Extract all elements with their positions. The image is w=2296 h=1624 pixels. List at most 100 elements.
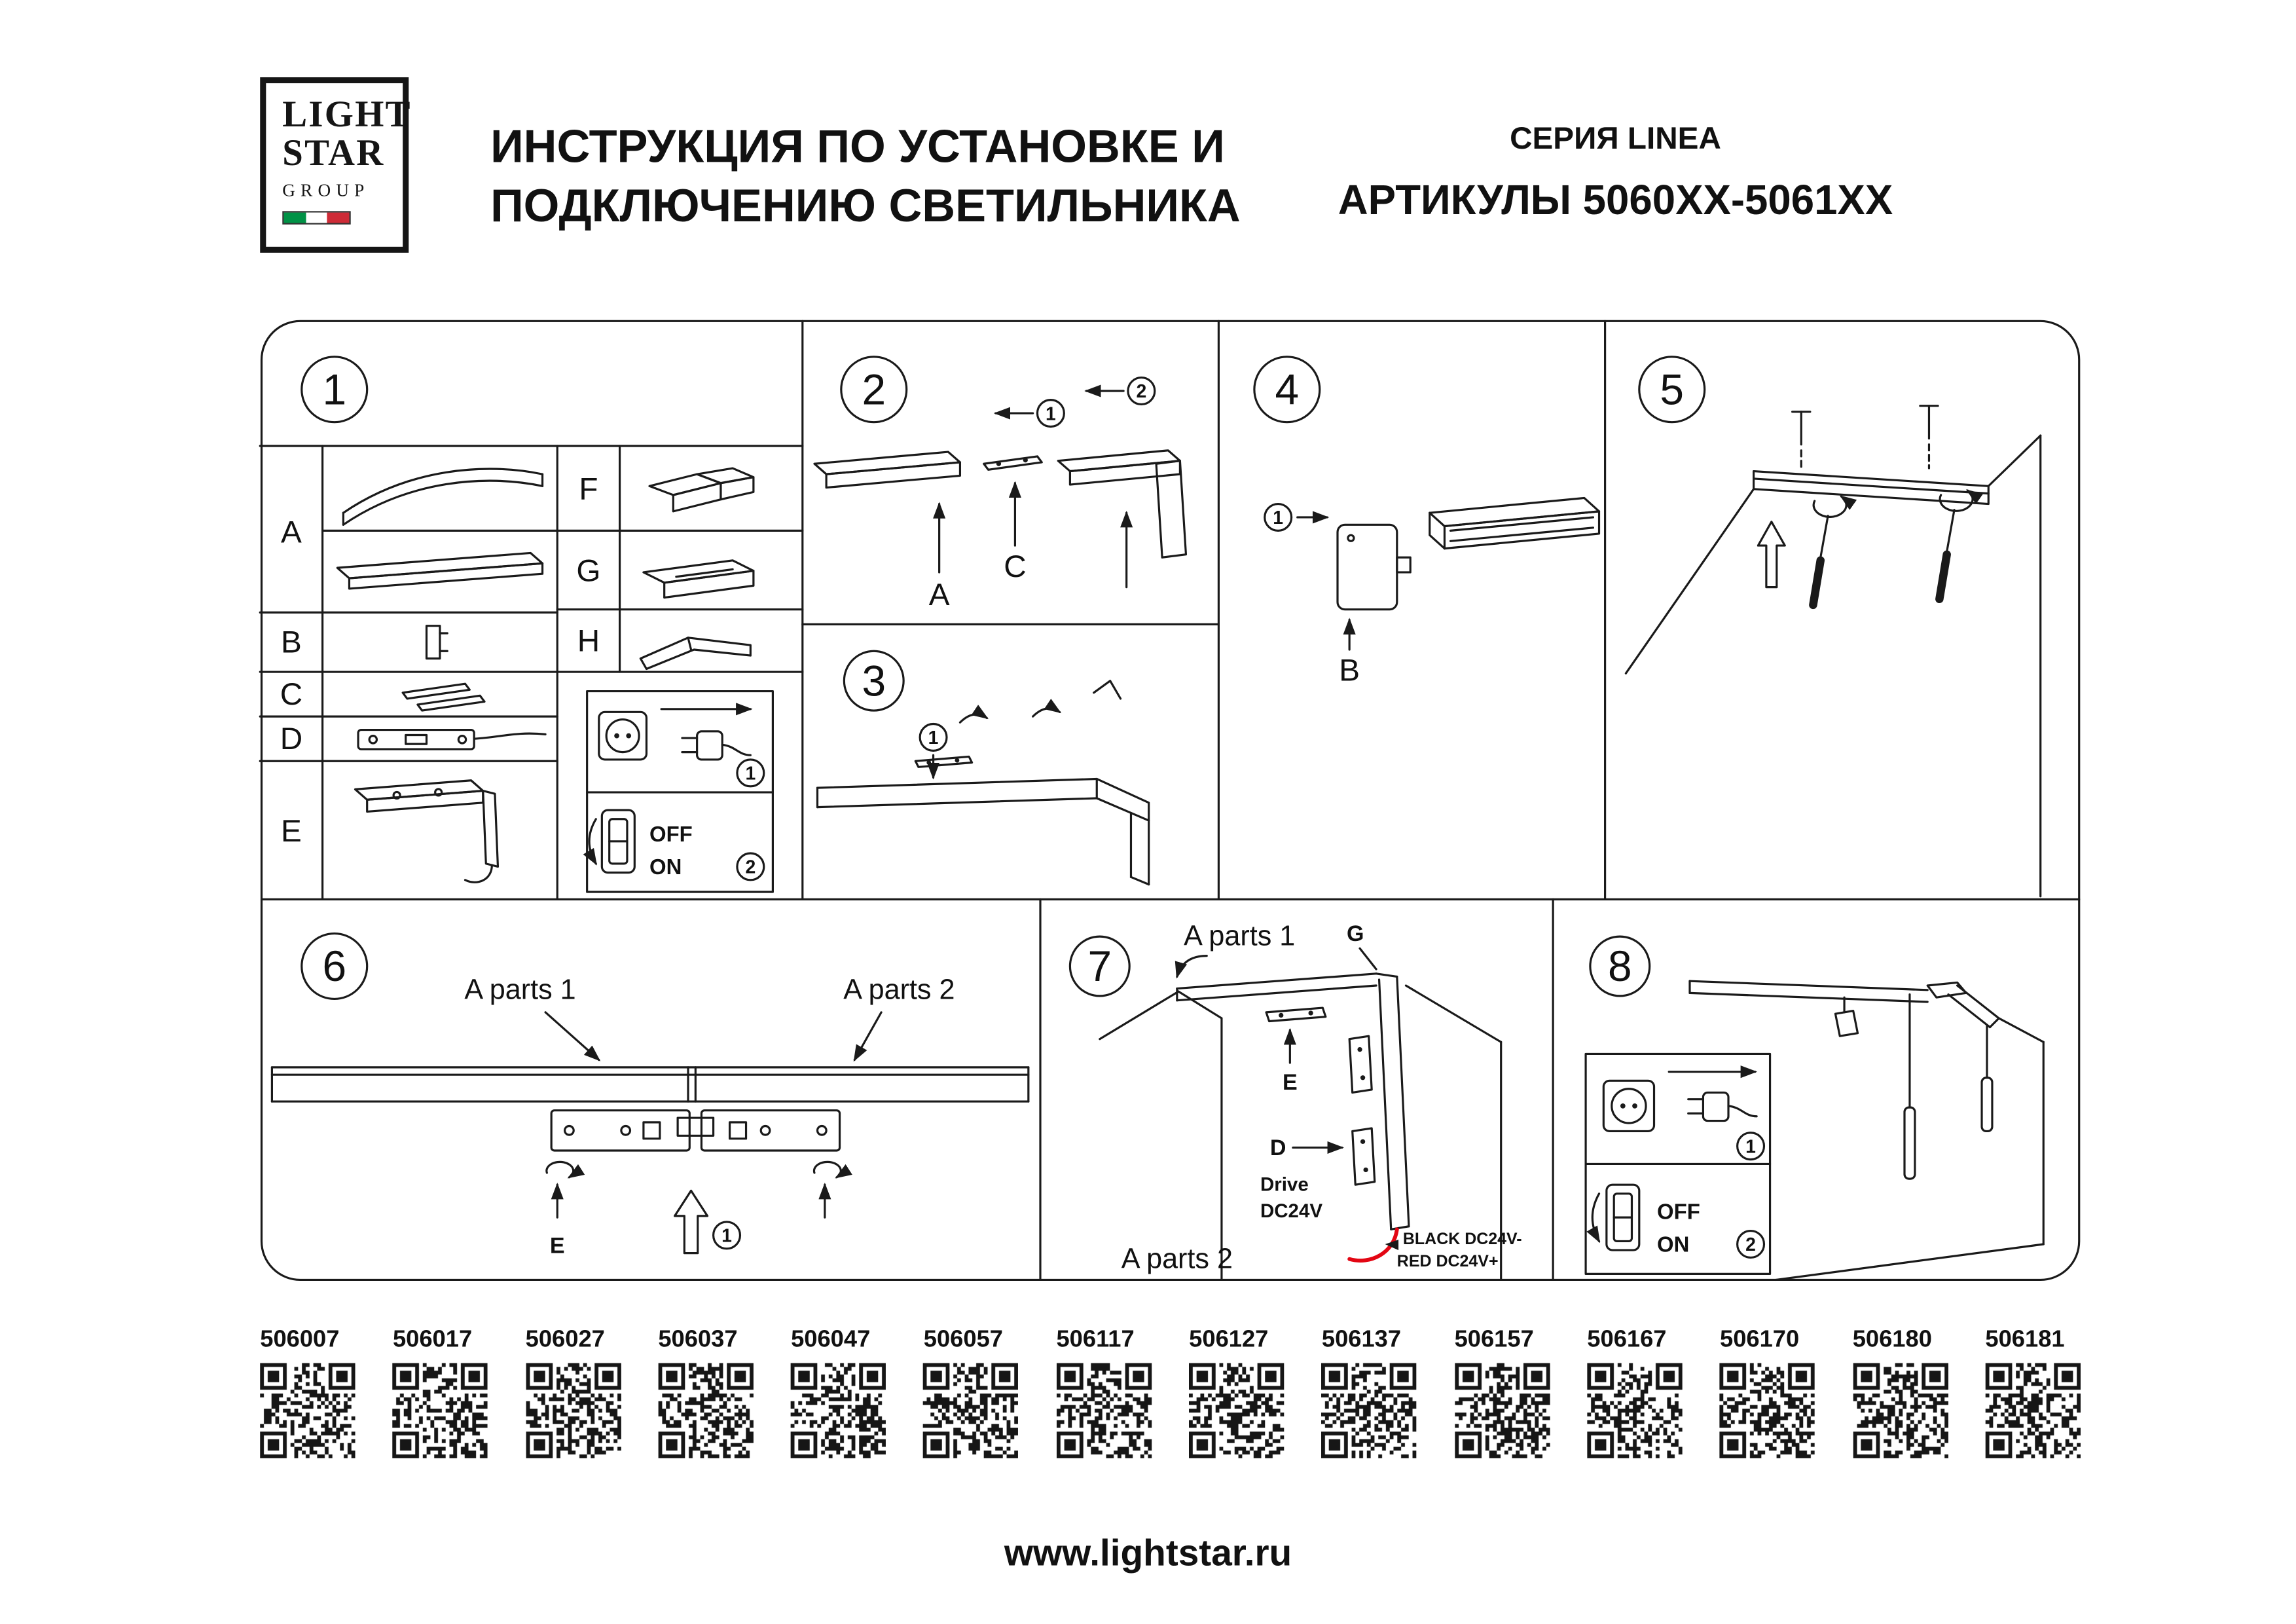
power-socket-icon <box>598 710 648 761</box>
switch-icon <box>583 809 636 874</box>
step-6-number-circle <box>301 932 369 1001</box>
qr-item: 506057 <box>923 1327 1019 1458</box>
wire-pointer <box>1385 1240 1399 1251</box>
step-3-panel: 3 1 <box>816 650 1150 886</box>
qr-code <box>1056 1363 1152 1458</box>
qr-code <box>260 1363 355 1458</box>
step-1-number: 1 <box>322 365 346 413</box>
series-name: СЕРИЯ LINEA <box>1510 122 1721 157</box>
article-number: 506137 <box>1321 1327 1402 1353</box>
part-g-drawing <box>642 559 755 599</box>
part-label-b: B <box>281 625 302 660</box>
part-h-drawing <box>639 637 752 671</box>
step-5-number-circle <box>1638 356 1706 424</box>
step-6-number: 6 <box>322 942 346 990</box>
label-e: E <box>550 1234 565 1259</box>
step-3-number: 3 <box>862 656 886 705</box>
qr-item: 506007 <box>260 1327 355 1458</box>
logo-word-star: STAR <box>282 134 385 174</box>
article-number: 506017 <box>392 1327 473 1353</box>
part-a-straight-track-drawing <box>336 551 544 590</box>
callout-2: 2 <box>745 857 756 878</box>
step-6-panel: 6 A parts 1 A parts 2 <box>270 932 1030 1259</box>
track-a-drawing <box>813 451 962 489</box>
qr-code <box>1321 1363 1417 1458</box>
step-8-number-circle <box>1589 935 1651 997</box>
part-label-h: H <box>577 623 600 658</box>
qr-item: 506180 <box>1852 1327 1948 1458</box>
rotate-arrow <box>545 1160 585 1179</box>
logo-word-group: GROUP <box>282 179 370 201</box>
instruction-diagram: 1 A B C D E F G H <box>259 320 2081 1282</box>
qr-item: 506181 <box>1985 1327 2081 1458</box>
off-label: OFF <box>649 822 693 846</box>
screw-icon <box>1919 405 1939 470</box>
red-wire <box>1347 1227 1399 1263</box>
step-7-number: 7 <box>1087 942 1112 990</box>
callout-2: 2 <box>1745 1234 1756 1255</box>
on-label: ON <box>649 855 682 879</box>
spotlight-icon <box>1834 1010 1859 1037</box>
part-label-e: E <box>281 814 302 849</box>
label-c: C <box>1004 549 1026 584</box>
step-5-number: 5 <box>1660 365 1684 413</box>
part-label-d: D <box>280 722 302 756</box>
connector-plate-lower <box>1351 1127 1376 1186</box>
qr-code <box>658 1363 754 1458</box>
panel-grid <box>260 320 2081 1282</box>
room-perspective-drawing <box>1688 980 2045 1282</box>
off-label: OFF <box>1657 1199 1700 1223</box>
qr-item: 506027 <box>525 1327 621 1458</box>
label-a-parts-2: A parts 2 <box>843 974 955 1005</box>
connector-plate-upper <box>1348 1035 1373 1094</box>
label-a-parts-2: A parts 2 <box>1121 1243 1233 1274</box>
callout-1: 1 <box>928 728 939 748</box>
callout-1: 1 <box>1745 1136 1756 1157</box>
power-connection-inset: 1 OFF ON 2 <box>1584 1052 1772 1275</box>
qr-code <box>791 1363 886 1458</box>
page-title: ИНСТРУКЦИЯ ПО УСТАНОВКЕ И ПОДКЛЮЧЕНИЮ СВ… <box>490 117 1241 236</box>
label-a-parts-1: A parts 1 <box>1184 921 1295 952</box>
qr-item: 506117 <box>1056 1327 1152 1458</box>
callout-1-circle <box>1736 1132 1766 1161</box>
rotate-arrow <box>1032 699 1062 718</box>
article-number: 506170 <box>1719 1327 1800 1353</box>
up-arrow <box>1757 521 1786 589</box>
step-8-panel: 8 <box>1584 935 2045 1282</box>
label-e: E <box>1283 1070 1298 1095</box>
website-text: www.lightstar.ru <box>1004 1532 1292 1574</box>
connector-plate-drawing <box>914 755 974 768</box>
rotate-arrow <box>958 705 989 724</box>
qr-item: 506017 <box>392 1327 488 1458</box>
qr-code <box>1719 1363 1815 1458</box>
step-5-panel: 5 <box>1624 356 2042 898</box>
article-number: 506027 <box>525 1327 605 1353</box>
article-number: 506127 <box>1189 1327 1269 1353</box>
step-2-panel: 2 1 2 A C <box>813 356 1188 612</box>
callout-1: 1 <box>1273 507 1283 528</box>
on-label: ON <box>1657 1232 1689 1256</box>
qr-item: 506170 <box>1719 1327 1815 1458</box>
article-number: 506047 <box>791 1327 871 1353</box>
part-label-c: C <box>280 677 302 712</box>
pendant-light-icon <box>1903 1106 1916 1180</box>
step-4-panel: 4 1 B <box>1253 356 1601 688</box>
track-drawing <box>270 1066 1030 1103</box>
track-drawing <box>1176 972 1410 1230</box>
article-number: 506157 <box>1454 1327 1534 1353</box>
step-1-panel: 1 A B C D E F G H <box>259 356 804 900</box>
part-a-curved-track-drawing <box>342 468 544 526</box>
qr-code <box>525 1363 621 1458</box>
italian-flag-icon <box>282 211 351 225</box>
parts-1-arrow <box>544 1011 601 1061</box>
callout-1: 1 <box>1046 403 1056 424</box>
connector-c-drawing <box>983 455 1043 471</box>
track-drawing <box>1753 470 1990 506</box>
article-number: 506007 <box>260 1327 340 1353</box>
plug-icon <box>681 730 752 761</box>
qr-code <box>392 1363 488 1458</box>
connector-e-drawing <box>1265 1006 1327 1023</box>
step-7-number-circle <box>1068 935 1131 997</box>
callout-1: 1 <box>745 764 756 784</box>
step-8-number: 8 <box>1608 942 1632 990</box>
